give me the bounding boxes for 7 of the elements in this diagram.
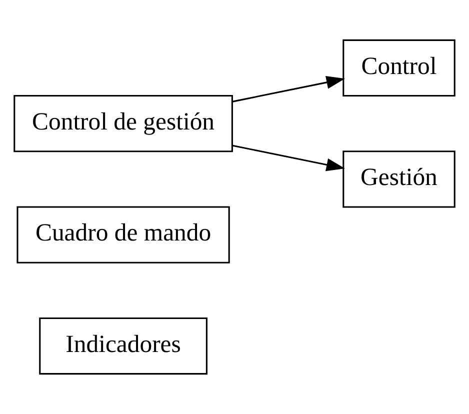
arrow — [232, 76, 345, 102]
node-box: Control — [342, 39, 456, 97]
node-box: Gestión — [342, 150, 456, 208]
node-box: Control de gestión — [14, 95, 233, 152]
arrow — [232, 144, 345, 172]
node-box: Cuadro de mando — [16, 206, 230, 264]
node-box: Indicadores — [39, 317, 208, 375]
